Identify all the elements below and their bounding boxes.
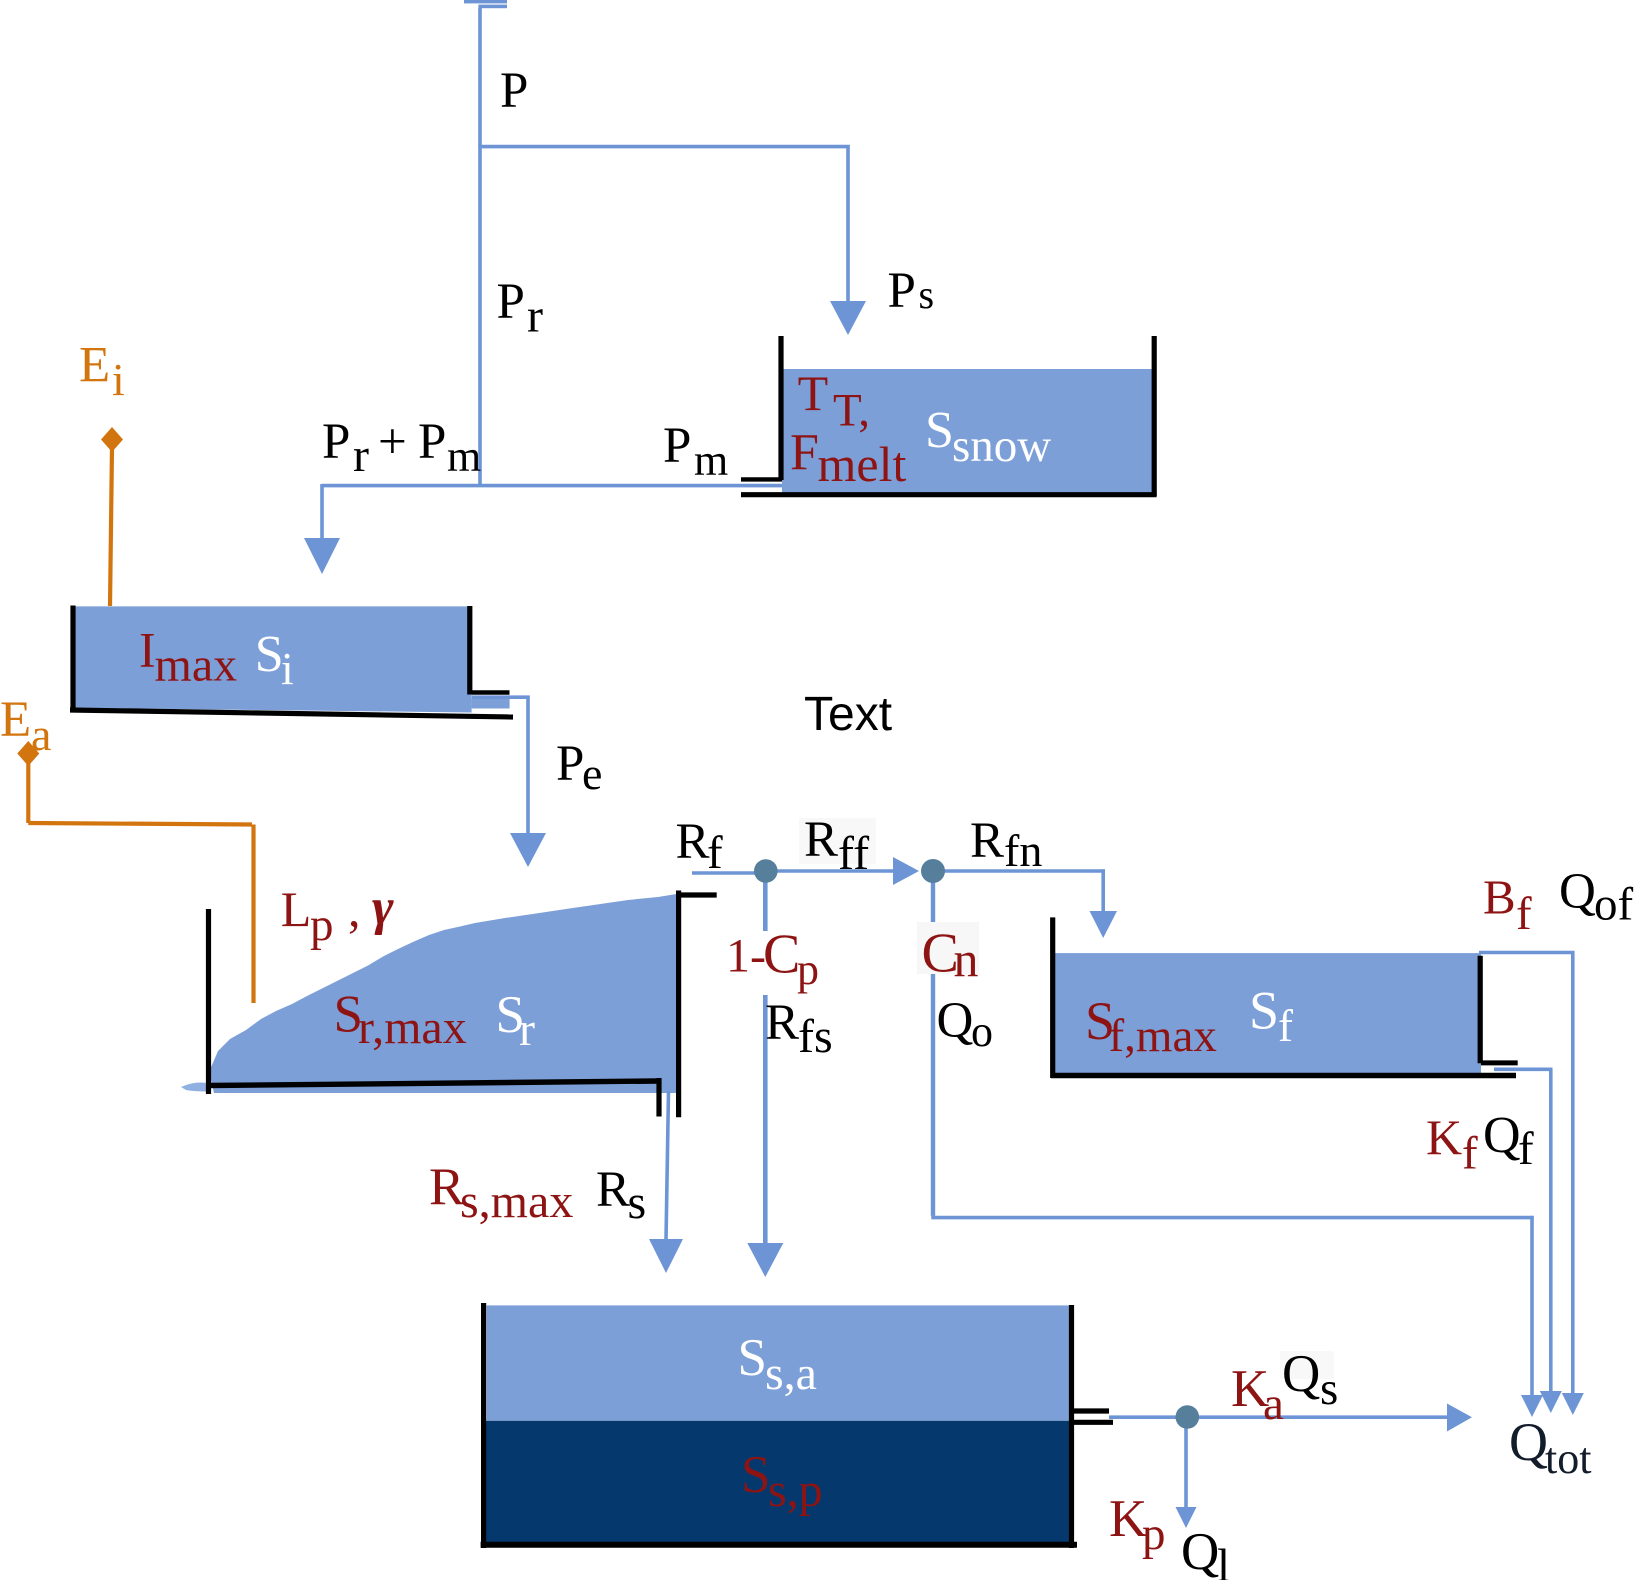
svg-text:T: T bbox=[798, 365, 829, 421]
svg-text:S: S bbox=[925, 402, 954, 459]
svg-text:Q: Q bbox=[1181, 1523, 1219, 1580]
svg-text:s: s bbox=[919, 272, 935, 317]
svg-text:r,max: r,max bbox=[358, 1001, 467, 1054]
svg-text:r: r bbox=[519, 1003, 535, 1056]
svg-text:s: s bbox=[1320, 1363, 1338, 1415]
svg-text:S: S bbox=[1085, 991, 1115, 1051]
svg-text:C: C bbox=[922, 923, 959, 985]
svg-text:P: P bbox=[663, 418, 691, 474]
svg-text:n: n bbox=[954, 931, 979, 987]
svg-text:s: s bbox=[628, 1176, 647, 1229]
svg-text:K: K bbox=[1426, 1109, 1462, 1165]
svg-text:Q: Q bbox=[1559, 864, 1596, 920]
svg-text:l: l bbox=[1217, 1540, 1230, 1580]
svg-text:f: f bbox=[707, 827, 723, 879]
svg-text:K: K bbox=[1109, 1490, 1147, 1548]
svg-text:tot: tot bbox=[1545, 1434, 1591, 1483]
svg-text:R: R bbox=[765, 995, 799, 1051]
svg-text:P: P bbox=[497, 274, 525, 330]
svg-text:F: F bbox=[790, 424, 819, 481]
svg-text:S: S bbox=[1249, 981, 1279, 1041]
svg-text:fs: fs bbox=[798, 1010, 833, 1063]
svg-text:Q: Q bbox=[1483, 1107, 1521, 1164]
svg-text:f: f bbox=[1462, 1128, 1478, 1180]
svg-text:S: S bbox=[741, 1446, 770, 1504]
svg-text:B: B bbox=[1483, 870, 1516, 925]
svg-text:i: i bbox=[112, 354, 125, 405]
svg-text:m: m bbox=[694, 436, 728, 485]
svg-text:I: I bbox=[139, 621, 156, 677]
svg-text:Q: Q bbox=[1282, 1345, 1320, 1403]
svg-text:f,max: f,max bbox=[1109, 1010, 1217, 1062]
svg-text:melt: melt bbox=[818, 436, 907, 492]
svg-text:P: P bbox=[888, 263, 916, 319]
svg-text:P: P bbox=[322, 414, 350, 470]
svg-text:1-: 1- bbox=[726, 930, 766, 983]
svg-text:p: p bbox=[797, 945, 819, 994]
svg-text:S: S bbox=[738, 1329, 767, 1387]
svg-text:f: f bbox=[1516, 888, 1532, 940]
svg-text:,: , bbox=[348, 881, 361, 937]
svg-text:o: o bbox=[971, 1007, 993, 1056]
svg-text:C: C bbox=[763, 924, 800, 986]
svg-text:r: r bbox=[527, 290, 543, 343]
svg-text:γ: γ bbox=[372, 879, 394, 936]
svg-text:S: S bbox=[496, 986, 525, 1044]
svg-text:m: m bbox=[447, 432, 481, 481]
svg-text:R: R bbox=[429, 1158, 465, 1216]
svg-text:a: a bbox=[1263, 1378, 1284, 1430]
svg-text:fn: fn bbox=[1004, 825, 1042, 876]
svg-text:max: max bbox=[155, 639, 238, 692]
svg-text:Q: Q bbox=[937, 993, 974, 1049]
svg-text:S: S bbox=[255, 626, 284, 683]
svg-text:s,p: s,p bbox=[768, 1464, 823, 1517]
svg-text:s,a: s,a bbox=[765, 1347, 817, 1400]
svg-text:ff: ff bbox=[838, 827, 869, 880]
svg-text:f: f bbox=[1518, 1123, 1534, 1175]
svg-text:Q: Q bbox=[1509, 1412, 1548, 1472]
svg-text:R: R bbox=[804, 812, 838, 868]
svg-text:p: p bbox=[310, 899, 334, 951]
svg-text:S: S bbox=[334, 986, 363, 1044]
svg-text:R: R bbox=[970, 813, 1004, 869]
svg-text:a: a bbox=[31, 709, 51, 760]
svg-text:snow: snow bbox=[952, 420, 1051, 472]
svg-text:of: of bbox=[1594, 879, 1634, 931]
svg-text:L: L bbox=[281, 881, 312, 937]
svg-text:E: E bbox=[79, 338, 110, 394]
svg-text:p: p bbox=[1142, 1508, 1166, 1560]
svg-text:f: f bbox=[1278, 1001, 1293, 1051]
svg-text:e: e bbox=[582, 748, 602, 799]
svg-text:s,max: s,max bbox=[460, 1175, 573, 1228]
svg-text:K: K bbox=[1231, 1360, 1269, 1418]
svg-text:P: P bbox=[556, 736, 584, 792]
svg-text:E: E bbox=[0, 692, 31, 748]
svg-text:P: P bbox=[500, 63, 528, 119]
svg-text:R: R bbox=[596, 1162, 630, 1218]
svg-text:R: R bbox=[676, 814, 710, 870]
svg-text:T,: T, bbox=[833, 385, 870, 437]
svg-text:P: P bbox=[418, 414, 446, 470]
svg-text:+: + bbox=[378, 414, 407, 470]
svg-text:Text: Text bbox=[804, 688, 892, 741]
svg-text:i: i bbox=[281, 643, 294, 694]
svg-text:r: r bbox=[353, 429, 369, 482]
